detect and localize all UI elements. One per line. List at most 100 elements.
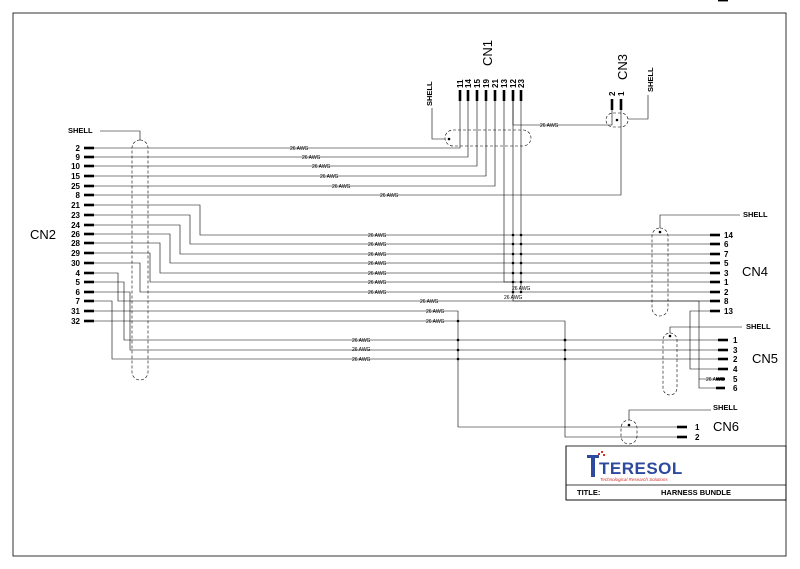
cn2-pin-label: 5 <box>76 278 81 287</box>
wire <box>512 101 613 126</box>
title-block: TERESOL Technological Research Solutions… <box>565 445 787 501</box>
cn3-pin-label: 2 <box>608 91 617 96</box>
cn5-pin-label: 2 <box>733 355 738 364</box>
cn2-label: CN2 <box>30 227 56 242</box>
cn1-shell-label: SHELL <box>425 81 434 106</box>
cn6-pin-label: 1 <box>695 423 700 432</box>
cn6-label: CN6 <box>713 419 739 434</box>
junction-dot <box>456 357 460 361</box>
cn2-pin-label: 7 <box>76 297 81 306</box>
wire-gauge-label: 26 AWG <box>312 164 331 170</box>
wire <box>94 110 622 196</box>
wire <box>94 101 496 187</box>
cn2-pin-label: 10 <box>71 162 80 171</box>
cn4-pin-label: 3 <box>724 269 729 278</box>
wire-gauge-label: 26 AWG <box>540 123 559 129</box>
connector-cn5: CN5 SHELL 13245656 <box>716 0 778 393</box>
cn4-pin-label: 8 <box>724 297 729 306</box>
cn5-label: CN5 <box>752 351 778 366</box>
cn5-pin-label: 3 <box>733 346 738 355</box>
cn3-pin-label: 1 <box>617 91 626 96</box>
shield-leader <box>669 326 742 333</box>
junction-dot <box>456 338 460 342</box>
wire <box>94 252 710 283</box>
wire <box>94 101 461 149</box>
wire-gauge-label: 26 AWG <box>368 280 387 286</box>
cn5-pin-label: 6 <box>733 0 738 2</box>
cable-shield <box>444 129 532 147</box>
wire <box>94 233 710 264</box>
cn4-pin-label: 6 <box>724 240 729 249</box>
cable-shield <box>620 419 638 445</box>
wire <box>94 272 699 302</box>
wire <box>689 310 718 370</box>
junction-dot <box>668 334 672 338</box>
wire <box>94 262 710 293</box>
cn2-pin-label: 2 <box>76 144 81 153</box>
cn2-pin-label: 28 <box>71 239 80 248</box>
wire <box>94 101 478 167</box>
logo-tagline: Technological Research Solutions <box>600 477 668 482</box>
cn4-label: CN4 <box>742 264 768 279</box>
wire-gauge-label: 26 AWG <box>368 271 387 277</box>
cn4-pin-label: 1 <box>724 278 729 287</box>
cn2-shell-label: SHELL <box>68 126 93 135</box>
wire-gauge-label: 26 AWG <box>368 290 387 296</box>
wire <box>94 101 469 158</box>
teresol-logo: TERESOL Technological Research Solutions <box>587 451 683 482</box>
wire <box>698 379 716 389</box>
cable-shield <box>651 227 669 317</box>
junction-dot <box>563 357 567 361</box>
shield-leader <box>628 409 711 420</box>
cn2-pin-label: 32 <box>71 317 80 326</box>
wire <box>94 300 718 360</box>
wire <box>94 320 677 438</box>
connector-cn6: CN6 SHELL 12 <box>677 403 739 442</box>
cn4-pin-label: 7 <box>724 250 729 259</box>
cn4-pin-label: 2 <box>724 288 729 297</box>
cn1-label: CN1 <box>480 40 495 66</box>
cn1-pin-label: 11 <box>456 79 465 88</box>
cn4-pin-label: 5 <box>724 259 729 268</box>
cn2-pin-label: 6 <box>76 288 81 297</box>
shield-leader <box>628 95 649 120</box>
cn5-pin-label: 5 <box>733 0 738 2</box>
wire-gauge-label: 26 AWG <box>504 295 523 301</box>
junction-dot <box>456 319 460 323</box>
cn2-pin-label: 9 <box>76 153 81 162</box>
title-value: HARNESS BUNDLE <box>661 488 731 497</box>
cn2-pin-label: 29 <box>71 249 80 258</box>
wire-gauge-label: 26 AWG <box>352 338 371 344</box>
cn1-pin-label: 14 <box>464 79 473 88</box>
wire <box>94 310 677 428</box>
shield-leader <box>100 130 141 140</box>
wire-gauge-labels: 26 AWG 26 AWG 26 AWG 26 AWG 26 AWG 26 AWG 26 A… <box>290 123 725 383</box>
junction-dot <box>658 230 662 234</box>
wire-bundle <box>94 101 718 438</box>
logo-text: TERESOL <box>599 459 683 478</box>
cn2-pin-label: 31 <box>71 307 80 316</box>
wire-gauge-label: 26 AWG <box>426 319 445 325</box>
title-label: TITLE: <box>577 488 600 497</box>
cn2-pin-label: 21 <box>71 201 80 210</box>
connector-cn2: CN2 SHELL 291015258212324262829304567313… <box>30 126 94 326</box>
wire-gauge-label: 26 AWG <box>368 261 387 267</box>
cn3-label: CN3 <box>615 54 630 80</box>
cn2-pin-label: 4 <box>76 269 81 278</box>
wire <box>94 224 710 255</box>
wire-gauge-label: 26 AWG <box>706 377 725 383</box>
junction-dot <box>447 137 451 141</box>
shield-leader <box>431 108 445 140</box>
junction-dot <box>563 338 567 342</box>
cn4-pin-label: 13 <box>724 307 733 316</box>
wire-gauge-label: 26 AWG <box>368 233 387 239</box>
cn1-pin-label: 12 <box>509 79 518 88</box>
cn1-pin-label: 21 <box>491 79 500 88</box>
wire-gauge-label: 26 AWG <box>352 347 371 353</box>
wire-gauge-label: 26 AWG <box>302 155 321 161</box>
wire-gauge-label: 26 AWG <box>368 252 387 258</box>
cn6-pin-label: 2 <box>695 433 700 442</box>
